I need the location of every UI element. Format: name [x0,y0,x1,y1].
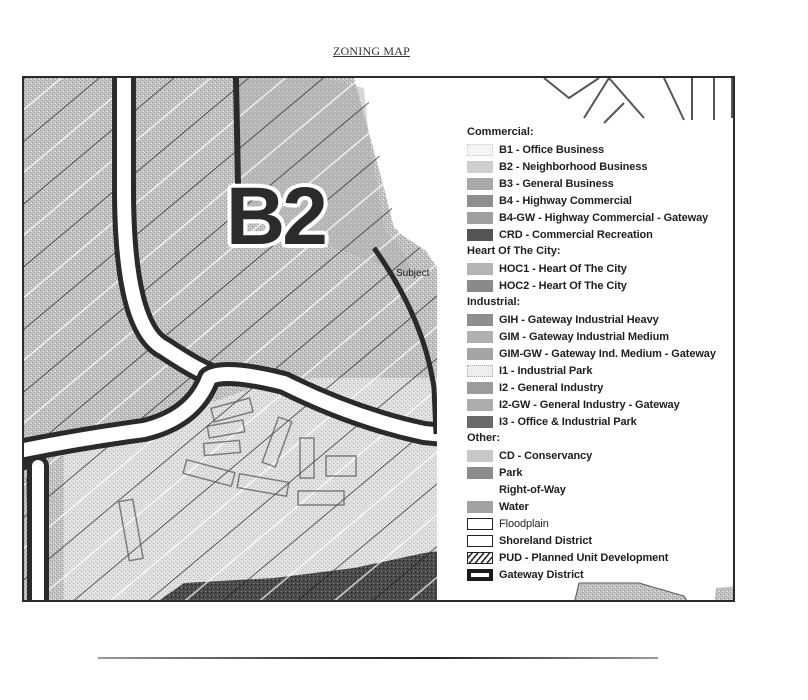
legend-item: B4-GW - Highway Commercial - Gateway [464,209,733,226]
legend-item: Shoreland District [464,532,733,549]
swatch-icon [467,228,493,241]
swatch-icon [467,330,493,343]
legend-item: Water [464,498,733,515]
legend-header-commercial: Commercial: [467,126,534,138]
legend-item: Gateway District [464,566,733,583]
map-canvas [24,78,733,600]
swatch-icon [467,262,493,275]
swatch-icon [467,194,493,207]
map-legend: Commercial: B1 - Office Business B2 - Ne… [464,124,733,583]
subject-label: Subject [396,268,430,279]
swatch-icon [467,211,493,224]
swatch-icon [467,381,493,394]
legend-item: B2 - Neighborhood Business [464,158,733,175]
swatch-icon [467,568,493,581]
zoning-map[interactable]: B2 Subject Commercial: B1 - Office Busin… [22,76,735,602]
swatch-icon [467,534,493,547]
swatch-icon [467,466,493,479]
legend-item: GIM - Gateway Industrial Medium [464,328,733,345]
legend-item: CRD - Commercial Recreation [464,226,733,243]
swatch-icon [467,449,493,462]
legend-item: Floodplain [464,515,733,532]
legend-item: HOC2 - Heart Of The City [464,277,733,294]
swatch-icon [467,364,493,377]
legend-item: GIM-GW - Gateway Ind. Medium - Gateway [464,345,733,362]
swatch-icon [467,313,493,326]
legend-item: B1 - Office Business [464,141,733,158]
swatch-icon [467,517,493,530]
legend-item: B4 - Highway Commercial [464,192,733,209]
swatch-icon [467,484,493,496]
swatch-icon [467,177,493,190]
legend-item: I1 - Industrial Park [464,362,733,379]
swatch-icon [467,347,493,360]
legend-item: CD - Conservancy [464,447,733,464]
swatch-icon [467,143,493,156]
swatch-icon [467,160,493,173]
legend-item: PUD - Planned Unit Development [464,549,733,566]
legend-item: Park [464,464,733,481]
footer-divider [98,657,658,659]
legend-item: GIH - Gateway Industrial Heavy [464,311,733,328]
legend-item: I2-GW - General Industry - Gateway [464,396,733,413]
swatch-icon [467,415,493,428]
legend-item: I2 - General Industry [464,379,733,396]
legend-item: HOC1 - Heart Of The City [464,260,733,277]
swatch-icon [467,398,493,411]
legend-item: I3 - Office & Industrial Park [464,413,733,430]
legend-header-heart-of-the-city: Heart Of The City: [467,245,561,257]
legend-item: B3 - General Business [464,175,733,192]
page-title: ZONING MAP [333,44,410,58]
legend-item: Right-of-Way [464,481,733,498]
legend-header-other: Other: [467,432,500,444]
zone-label-b2: B2 [226,171,328,262]
swatch-icon [467,279,493,292]
legend-header-industrial: Industrial: [467,296,521,308]
swatch-icon [467,500,493,513]
hatch-swatch-icon [467,551,493,564]
